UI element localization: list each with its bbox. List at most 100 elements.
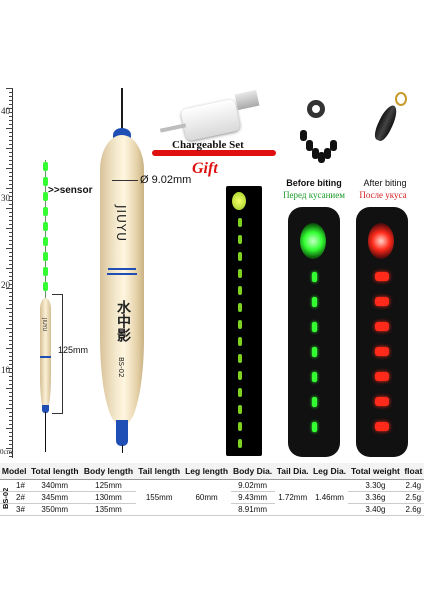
ruler-tick (9, 424, 13, 425)
diameter-marker (112, 180, 138, 181)
ruler-label-20: 20 (1, 280, 10, 290)
ruler-tick (9, 400, 13, 401)
before-biting-en: Before biting (286, 178, 342, 188)
small-float-glow-segment (43, 282, 48, 291)
row-model: 1# (0, 479, 29, 492)
header-tail-dia: Tail Dia. (274, 463, 311, 480)
row-body-dia: 8.91mm (230, 503, 275, 516)
ruler-tick (9, 212, 13, 213)
green-glow-tip (300, 223, 326, 259)
spec-table-header-row: Model Total length Body length Tail leng… (0, 463, 424, 480)
ruler-tick (6, 88, 13, 89)
row-body-length: 135mm (81, 503, 136, 516)
tail-closeup-segment (238, 286, 242, 295)
ruler-tick (9, 152, 13, 153)
ruler-tick (9, 372, 13, 373)
before-biting-ru: Перед кусанием (283, 190, 345, 200)
ruler-tick (9, 200, 13, 201)
ruler-tick (9, 104, 13, 105)
sinker-weight (371, 102, 401, 144)
after-biting-ru: После укуса (359, 190, 407, 200)
large-float-leg (122, 445, 123, 453)
tail-closeup-segment (238, 354, 242, 363)
row-total-weight: 3.30g (348, 479, 403, 492)
shared-leg-length: 60mm (182, 479, 231, 516)
small-float-glow-segment (43, 177, 48, 186)
small-float-glow-segment (43, 267, 48, 276)
large-float-model: BS-02 (117, 357, 125, 378)
ruler-tick (9, 260, 13, 261)
usb-charger-body (180, 98, 241, 142)
ruler-tick (9, 232, 13, 233)
ruler-tick (9, 300, 13, 301)
small-float-brand: JIUYU (41, 318, 47, 332)
row-float: 2.6g (402, 503, 424, 516)
ruler (0, 88, 14, 458)
header-total-length: Total length (28, 463, 82, 480)
small-float-glow-segment (43, 252, 48, 261)
ruler-tick (9, 420, 13, 421)
ruler-tick (9, 280, 13, 281)
ruler-tick (9, 176, 13, 177)
small-float-tip (42, 405, 49, 413)
row-total-weight: 3.36g (348, 491, 403, 504)
ruler-tick (9, 160, 13, 161)
ruler-tick (9, 432, 13, 433)
row-body-length: 125mm (81, 479, 136, 492)
ruler-tick (9, 136, 13, 137)
ruler-tick (9, 132, 13, 133)
ruler-tick (9, 352, 13, 353)
before-biting-panel (288, 207, 340, 457)
stopper-bead (330, 140, 337, 151)
ruler-tick (9, 196, 13, 197)
table-row: 3# 350mm 135mm 8.91mm 3.40g 2.6g (0, 503, 424, 516)
ruler-label-30: 30 (1, 193, 10, 203)
chargeable-underline (152, 150, 276, 156)
row-model: 2# (0, 491, 29, 504)
tail-closeup-tip (232, 192, 246, 210)
ruler-tick (9, 224, 13, 225)
ruler-tick (6, 408, 13, 409)
ruler-tick (9, 164, 13, 165)
ruler-tick (9, 180, 13, 181)
ruler-tick (6, 208, 13, 209)
row-body-length: 130mm (81, 491, 136, 504)
ruler-tick (9, 392, 13, 393)
row-float: 2.5g (402, 491, 424, 504)
body-length-label: 125mm (58, 345, 89, 355)
ruler-tick (9, 360, 13, 361)
large-float-bottom-cap (116, 420, 128, 446)
ruler-tick (9, 396, 13, 397)
diameter-label: Ø 9.02mm (140, 174, 192, 186)
ruler-label-10: 10 (1, 365, 10, 375)
ruler-tick (9, 312, 13, 313)
ruler-tick (9, 376, 13, 377)
ruler-tick (9, 344, 13, 345)
sensor-arrow-icon: >> (48, 185, 60, 196)
ruler-tick (9, 264, 13, 265)
sensor-label: >>sensor (48, 185, 92, 196)
gift-label: Gift (192, 160, 218, 177)
ruler-tick (9, 112, 13, 113)
ruler-tick (9, 100, 13, 101)
ruler-tick (9, 156, 13, 157)
ruler-tick (6, 188, 13, 189)
ruler-tick (9, 380, 13, 381)
row-body-dia: 9.02mm (230, 479, 275, 492)
ruler-tick (6, 388, 13, 389)
ruler-tick (9, 404, 13, 405)
sensor-text: sensor (59, 185, 93, 196)
ruler-tick (9, 216, 13, 217)
small-float-glow-segment (43, 162, 48, 171)
ruler-tick (9, 440, 13, 441)
ruler-tick (9, 184, 13, 185)
large-float-band-1 (108, 268, 136, 270)
ruler-tick (9, 456, 13, 457)
charging-pin (159, 123, 187, 133)
tail-closeup-segment (238, 422, 242, 431)
before-biting-segment (312, 397, 317, 407)
red-glow-tip (368, 223, 394, 259)
ruler-tick (9, 120, 13, 121)
ruler-tick (9, 92, 13, 93)
ruler-tick (9, 144, 13, 145)
